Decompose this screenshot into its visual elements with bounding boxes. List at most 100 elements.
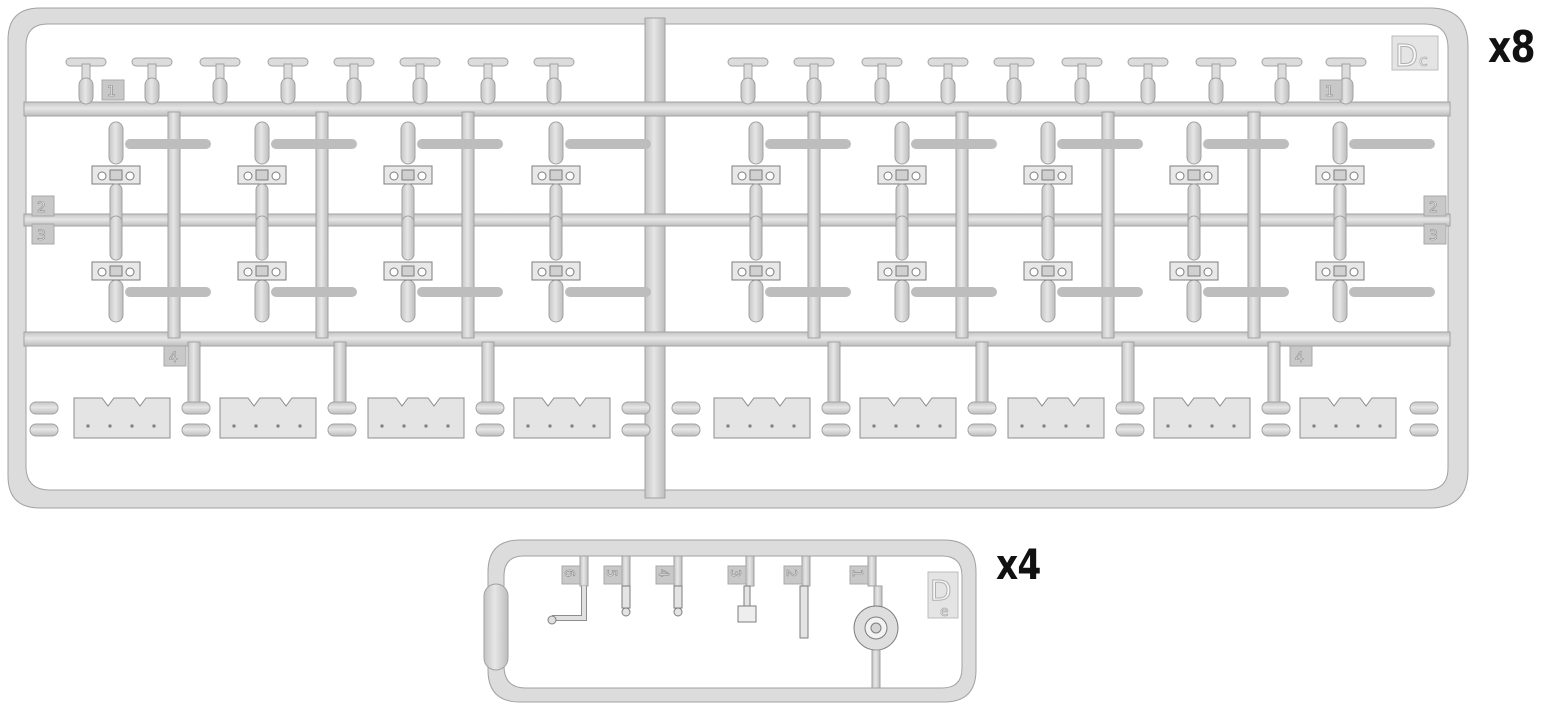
part-number-tag xyxy=(31,195,55,217)
sprue-dc-lower-divider xyxy=(1121,341,1135,405)
part-small xyxy=(745,555,755,587)
sprue-dc-lower-divider xyxy=(333,341,347,405)
dc-badge-letter: D xyxy=(1395,39,1418,74)
part-t-connector xyxy=(399,57,441,105)
part-number: 1 xyxy=(107,84,116,100)
part-number-tag xyxy=(1319,79,1343,101)
part-bracket xyxy=(1315,121,1435,229)
part-bracket xyxy=(91,121,211,229)
sprue-dc-runner-top xyxy=(23,101,1451,117)
part-t-connector xyxy=(199,57,241,105)
part-runner-loop xyxy=(671,401,701,437)
part-runner-loop xyxy=(821,401,851,437)
part-lever xyxy=(552,586,587,621)
part-bracket xyxy=(1023,215,1143,323)
part-bracket xyxy=(531,121,651,229)
part-number: 4 xyxy=(169,350,178,366)
part-number-tag xyxy=(655,565,675,585)
sprue-dc-multiplier: x8 xyxy=(1488,22,1536,73)
part-t-connector xyxy=(1061,57,1103,105)
part-t-connector xyxy=(1195,57,1237,105)
sprue-dc-divider xyxy=(1101,111,1115,339)
sprue-dc-runner-middle xyxy=(23,213,1451,227)
sprue-dc-frame xyxy=(7,7,1469,509)
part-number: 5 xyxy=(603,569,618,577)
part-small xyxy=(579,555,589,587)
part-number: 1 xyxy=(849,569,864,577)
part-runner-loop xyxy=(475,401,505,437)
part-block xyxy=(713,397,811,439)
part-number-tag xyxy=(1423,195,1447,217)
part-bracket xyxy=(383,215,503,323)
part-number: 4 xyxy=(655,569,670,577)
part-small xyxy=(673,555,683,587)
part-number: 1 xyxy=(1325,84,1334,100)
part-number: 3 xyxy=(37,228,46,244)
part-number-tag xyxy=(1289,345,1313,367)
dc-badge-suffix: c xyxy=(1419,51,1428,70)
part-number: 3 xyxy=(727,569,742,577)
part-number-tag xyxy=(603,565,623,585)
part-t-connector xyxy=(131,57,173,105)
part-block xyxy=(1007,397,1105,439)
sprue-dc-lower-divider xyxy=(827,341,841,405)
part-small xyxy=(801,555,811,587)
sprue-dc xyxy=(7,7,1469,509)
part-number-tag xyxy=(849,565,869,585)
sprue-dc-lower-divider xyxy=(481,341,495,405)
part-t-connector xyxy=(861,57,903,105)
sprue-dc-runner-lower xyxy=(23,331,1451,347)
part-t-connector xyxy=(267,57,309,105)
part-number: 6 xyxy=(561,569,576,577)
sprue-dc-divider xyxy=(955,111,969,339)
de-badge: D e xyxy=(927,571,959,620)
part-t-connector xyxy=(1127,57,1169,105)
part-stem xyxy=(743,585,751,607)
part-runner-loop xyxy=(29,401,59,437)
de-badge-letter: D xyxy=(930,574,952,607)
part-runner-loop xyxy=(621,401,651,437)
sprue-de-multiplier: x4 xyxy=(996,540,1041,589)
part-small xyxy=(621,555,631,587)
part-number-tag xyxy=(101,79,125,101)
part-ring-gate xyxy=(873,585,883,609)
part-bracket xyxy=(237,121,357,229)
part-number: 2 xyxy=(1429,200,1438,216)
part-t-connector xyxy=(927,57,969,105)
part-number-tag xyxy=(727,565,747,585)
part-number-tag xyxy=(561,565,581,585)
sprue-dc-center-runner xyxy=(644,17,666,499)
part-number: 3 xyxy=(1429,228,1438,244)
part-block xyxy=(367,397,465,439)
part-number: 2 xyxy=(783,569,798,577)
part-t-connector xyxy=(467,57,509,105)
part-t-connector xyxy=(533,57,575,105)
sprue-dc-lower-divider xyxy=(1267,341,1281,405)
part-rod xyxy=(799,585,809,639)
part-block xyxy=(1153,397,1251,439)
part-runner-loop xyxy=(1115,401,1145,437)
part-t-connector xyxy=(1261,57,1303,105)
part-runner-loop xyxy=(967,401,997,437)
part-bracket xyxy=(383,121,503,229)
sprue-dc-divider xyxy=(461,111,475,339)
part-bracket xyxy=(731,121,851,229)
part-plate xyxy=(737,605,757,623)
part-number-tag xyxy=(163,345,187,367)
part-runner-loop xyxy=(1409,401,1439,437)
dc-badge: D c xyxy=(1391,35,1439,75)
sprue-dc-divider xyxy=(1247,111,1261,339)
part-bracket xyxy=(1169,215,1289,323)
part-bracket xyxy=(877,121,997,229)
de-badge-suffix: e xyxy=(940,604,949,620)
part-number: 2 xyxy=(37,200,46,216)
part-block xyxy=(859,397,957,439)
sprue-dc-lower-divider xyxy=(975,341,989,405)
sprue-dc-lower-divider xyxy=(187,341,201,405)
part-number-tag xyxy=(783,565,803,585)
part-block xyxy=(73,397,171,439)
part-bracket xyxy=(877,215,997,323)
part-bracket xyxy=(91,215,211,323)
part-ring-lower-gate xyxy=(871,649,881,689)
